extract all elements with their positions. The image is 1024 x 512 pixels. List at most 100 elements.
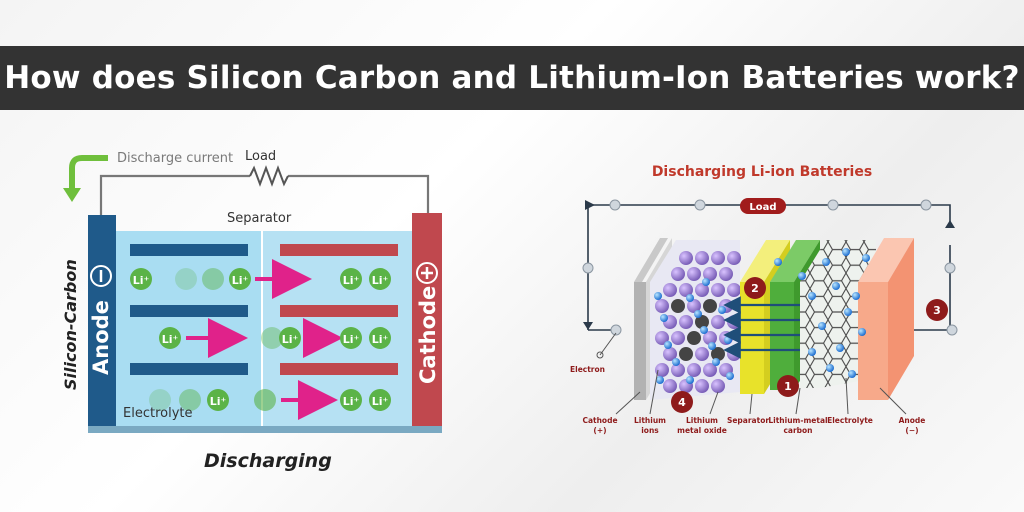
electron-dot <box>946 324 958 336</box>
li-ion: Li⁺ <box>229 268 251 290</box>
li-ion: Li⁺ <box>340 327 362 349</box>
li-ion-label: Li⁺ <box>133 274 150 287</box>
circuit-wire-right <box>288 174 430 215</box>
marker-4: 4 <box>671 391 693 413</box>
anode-sign-label: (−) <box>905 426 918 435</box>
lithium-metal-carbon-label-1: Lithium-metal <box>768 416 827 425</box>
discharging-caption: Discharging <box>204 450 332 472</box>
li-ion-label: Li⁺ <box>372 274 389 287</box>
load-pill-label: Load <box>749 202 776 213</box>
anode-plate-1 <box>130 244 248 256</box>
lithium-ion-spheres <box>654 248 870 384</box>
separator-top <box>740 240 790 282</box>
lithium-ions-label-2: ions <box>641 426 659 435</box>
separator-component-label: Separator <box>727 416 769 425</box>
component-labels: Electron Cathode (+) Lithium ions Lithiu… <box>570 365 925 435</box>
cathode-sign-icon <box>416 262 438 284</box>
cathode-plate-2 <box>280 305 398 317</box>
anode-label: Anode <box>89 300 113 375</box>
title-bar: How does Silicon Carbon and Lithium-Ion … <box>0 46 1024 110</box>
lithium-metal-carbon-lattice <box>800 240 876 388</box>
lithium-metal-oxide-label-2: metal oxide <box>677 426 727 435</box>
cathode-plate-1 <box>280 244 398 256</box>
load-pill <box>740 198 786 214</box>
li-ion-label: Li⁺ <box>372 333 389 346</box>
right-battery-diagram: Discharging Li-ion Batteries Load <box>570 164 958 435</box>
electron-leader-dot <box>596 351 604 359</box>
marker-1-label: 1 <box>784 380 792 393</box>
li-ion-label: Li⁺ <box>210 395 227 408</box>
marker-3-label: 3 <box>933 304 941 317</box>
li-ion: Li⁺ <box>369 327 391 349</box>
ion-ghost <box>261 327 283 349</box>
left-battery-diagram: Load Discharge current Separator Anode C… <box>61 149 442 472</box>
anode-slab <box>858 282 888 400</box>
li-ion-label: Li⁺ <box>282 333 299 346</box>
marker-3: 3 <box>926 299 948 321</box>
lithium-metal-carbon-label-2: carbon <box>783 426 812 435</box>
li-ion: Li⁺ <box>130 268 152 290</box>
carbon-top <box>770 240 820 282</box>
marker-4-label: 4 <box>678 396 686 409</box>
anode-component-label: Anode <box>899 416 926 425</box>
li-ion: Li⁺ <box>159 327 181 349</box>
li-ion-label: Li⁺ <box>162 333 179 346</box>
electron-dot <box>582 262 594 274</box>
discharge-current-label: Discharge current <box>117 151 233 166</box>
electron-label: Electron <box>570 365 605 374</box>
cathode-label: Cathode <box>416 286 440 384</box>
ion-ghost <box>202 268 224 290</box>
anode-electrode <box>88 215 116 433</box>
li-ion: Li⁺ <box>369 389 391 411</box>
cathode-slab-top <box>634 238 668 282</box>
page-title: How does Silicon Carbon and Lithium-Ion … <box>4 60 1020 96</box>
li-ion: Li⁺ <box>369 268 391 290</box>
anode-slab-side <box>888 238 914 400</box>
lithium-ions-label-1: Lithium <box>634 416 666 425</box>
anode-sign-icon <box>90 265 112 287</box>
lithium-ion-group: Li⁺ Li⁺ Li⁺ Li⁺ Li⁺ Li⁺ Li⁺ Li⁺ Li⁺ Li⁺ … <box>130 268 391 411</box>
ion-ghost <box>254 389 276 411</box>
load-label: Load <box>245 149 276 164</box>
circuit-arrow-left-icon <box>585 200 595 210</box>
anode-plate-2 <box>130 305 248 317</box>
electron-dot <box>920 199 932 211</box>
discharge-current-arrowhead-icon <box>63 188 81 202</box>
li-ion-label: Li⁺ <box>372 395 389 408</box>
leader-lines <box>599 332 907 415</box>
electrolyte-label: Electrolyte <box>123 406 192 421</box>
lithium-metal-oxide-label-1: Lithium <box>686 416 718 425</box>
load-resistor-icon <box>249 165 289 187</box>
ion-ghost <box>149 389 171 411</box>
electron-dot <box>944 262 956 274</box>
anode-plate-3 <box>130 363 248 375</box>
cathode-plate-3 <box>280 363 398 375</box>
circuit-wire-left <box>99 174 250 215</box>
electrolyte-component-label: Electrolyte <box>827 416 873 425</box>
cathode-sign-label: (+) <box>593 426 606 435</box>
circuit-arrow-down-icon <box>583 322 593 330</box>
li-ion: Li⁺ <box>340 389 362 411</box>
marker-2-label: 2 <box>751 282 759 295</box>
cathode-slab <box>634 282 646 400</box>
li-ion: Li⁺ <box>340 268 362 290</box>
li-ion-label: Li⁺ <box>232 274 249 287</box>
li-ion-label: Li⁺ <box>343 395 360 408</box>
electron-dot <box>610 324 622 336</box>
separator-slab <box>740 282 764 394</box>
electron-dot <box>609 199 621 211</box>
cathode-component-label: Cathode <box>582 416 617 425</box>
anode-slab-top <box>858 238 914 282</box>
cell-base <box>88 426 442 433</box>
ion-ghost <box>175 268 197 290</box>
silicon-carbon-label: Silicon-Carbon <box>61 259 80 390</box>
li-ion-label: Li⁺ <box>343 274 360 287</box>
cathode-electrode <box>412 213 442 433</box>
marker-1: 1 <box>777 375 799 397</box>
right-diagram-title: Discharging Li-ion Batteries <box>652 164 872 180</box>
separator-label: Separator <box>227 211 292 226</box>
discharge-current-arrow <box>69 155 108 190</box>
ion-ghost <box>179 389 201 411</box>
circuit-arrow-up-icon <box>945 220 955 228</box>
li-ion: Li⁺ <box>279 327 301 349</box>
